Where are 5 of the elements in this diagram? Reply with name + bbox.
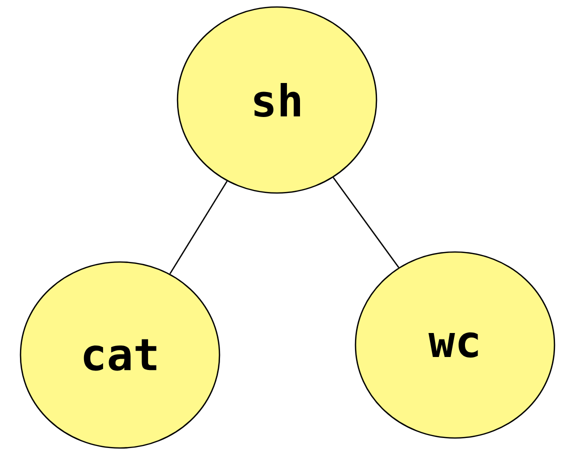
circle-node: wc xyxy=(354,251,556,439)
connector-line xyxy=(169,180,228,274)
circle-node: cat xyxy=(20,261,220,449)
connector-line xyxy=(332,177,400,268)
circle-node: sh xyxy=(176,6,378,194)
